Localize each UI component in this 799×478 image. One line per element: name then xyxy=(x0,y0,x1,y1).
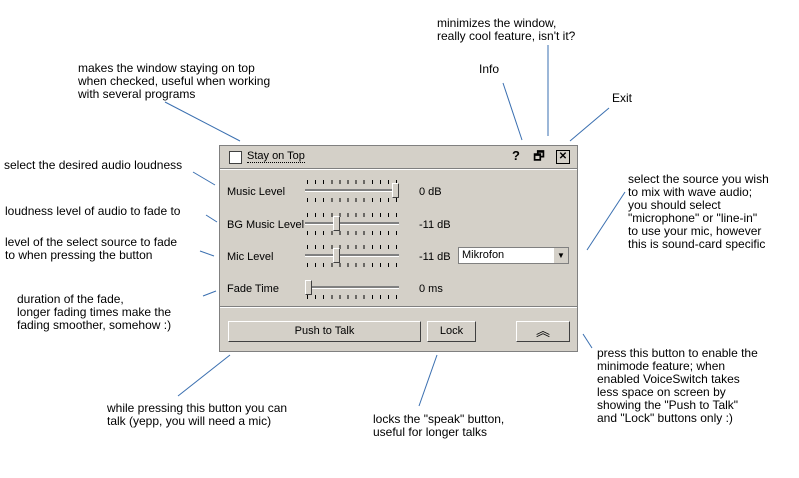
lock-button[interactable]: Lock xyxy=(427,321,476,342)
music-level-label: Music Level xyxy=(227,186,286,198)
audio-loudness-annotation: select the desired audio loudness xyxy=(4,158,183,172)
source-level-annotation: level of the select source to fade to wh… xyxy=(5,235,178,262)
bg-music-level-label: BG Music Level xyxy=(227,219,305,231)
minimize-icon[interactable]: 🗗 xyxy=(533,149,545,163)
minimize-annotation: minimizes the window, really cool featur… xyxy=(437,16,576,43)
voiceswitch-window: Stay on Top ? 🗗 ✕ Music Level 0 dB BG Mu… xyxy=(219,145,578,352)
minimode-button[interactable]: ︽ xyxy=(516,321,570,342)
stay-on-top-annotation: makes the window staying on top when che… xyxy=(78,61,271,101)
bg-music-level-slider[interactable] xyxy=(305,213,399,235)
title-bar: Stay on Top ? 🗗 ✕ xyxy=(220,146,577,168)
source-select-annotation: select the source you wish to mix with w… xyxy=(628,172,769,251)
mic-level-value: -11 dB xyxy=(419,251,451,263)
music-level-slider[interactable] xyxy=(305,180,399,202)
fade-time-label: Fade Time xyxy=(227,283,279,295)
push-to-talk-button[interactable]: Push to Talk xyxy=(228,321,421,342)
chevron-down-icon[interactable]: ▼ xyxy=(553,248,568,263)
close-icon[interactable]: ✕ xyxy=(556,150,570,164)
lock-annotation: locks the "speak" button, useful for lon… xyxy=(373,412,505,439)
fade-time-slider[interactable] xyxy=(305,277,399,299)
fade-time-value: 0 ms xyxy=(419,283,443,295)
fade-loudness-annotation: loudness level of audio to fade to xyxy=(5,204,181,218)
source-select[interactable]: Mikrofon ▼ xyxy=(458,247,569,264)
divider xyxy=(220,306,577,308)
slider-thumb[interactable] xyxy=(333,216,340,231)
mic-level-label: Mic Level xyxy=(227,251,274,263)
mic-level-slider[interactable] xyxy=(305,245,399,267)
stay-on-top-checkbox[interactable] xyxy=(229,151,242,164)
exit-annotation: Exit xyxy=(612,91,633,105)
minimode-annotation: press this button to enable the minimode… xyxy=(597,346,758,425)
slider-thumb[interactable] xyxy=(333,248,340,263)
double-chevron-up-icon: ︽ xyxy=(536,323,550,339)
source-select-value: Mikrofon xyxy=(462,249,505,261)
info-annotation: Info xyxy=(479,62,500,76)
info-icon[interactable]: ? xyxy=(512,148,520,163)
music-level-value: 0 dB xyxy=(419,186,442,198)
stay-on-top-label[interactable]: Stay on Top xyxy=(247,150,305,163)
divider xyxy=(220,168,577,170)
slider-thumb[interactable] xyxy=(392,183,399,198)
push-annotation: while pressing this button you can talk … xyxy=(107,401,288,428)
duration-annotation: duration of the fade, longer fading time… xyxy=(17,292,172,332)
slider-thumb[interactable] xyxy=(305,280,312,295)
bg-music-level-value: -11 dB xyxy=(419,219,451,231)
